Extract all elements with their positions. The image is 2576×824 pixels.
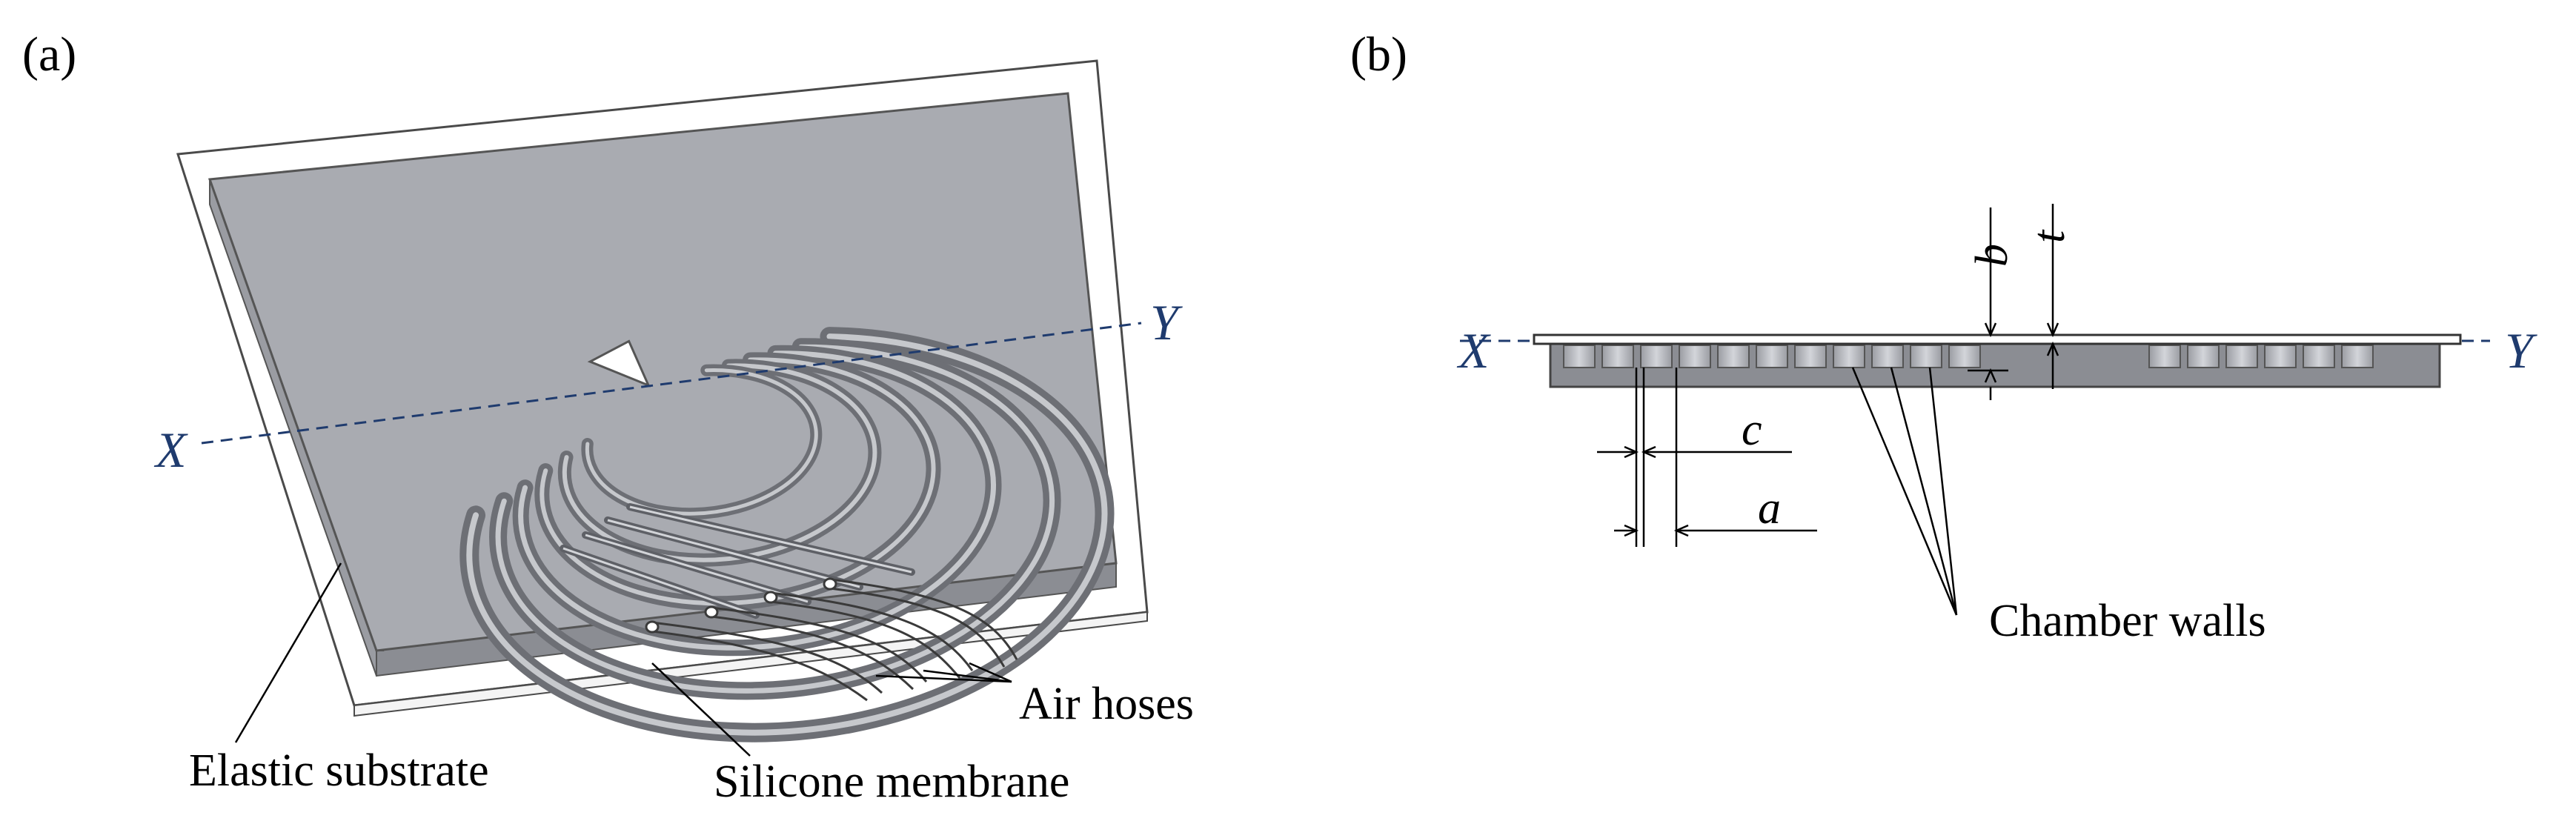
hose-ends xyxy=(645,577,837,634)
axis-x-label-a: X xyxy=(153,422,188,478)
panel-a: (a) xyxy=(22,27,1194,807)
panel-b-label: (b) xyxy=(1350,27,1407,82)
dimension-b xyxy=(1968,207,2008,400)
label-elastic-substrate: Elastic substrate xyxy=(189,745,489,796)
leader-chamber-walls xyxy=(1851,367,1958,616)
section-line-a xyxy=(201,322,1142,445)
dimension-c xyxy=(1597,368,1792,547)
leader-silicone-membrane xyxy=(651,662,751,757)
spiral-chambers xyxy=(459,327,1115,742)
panel-a-label: (a) xyxy=(22,27,76,82)
axis-y-label-a: Y xyxy=(1150,294,1183,350)
membrane-cross-section xyxy=(1533,333,2462,345)
axis-y-label-b: Y xyxy=(2505,322,2537,379)
axis-x-label-b: X xyxy=(1456,322,1491,379)
dimension-t xyxy=(2046,204,2059,389)
label-silicone-membrane: Silicone membrane xyxy=(714,757,1069,807)
dim-label-c: c xyxy=(1742,405,1762,455)
chamber-cells-left xyxy=(1563,345,1981,368)
panel-b: (b) X Y xyxy=(1350,27,2537,646)
dim-label-b: b xyxy=(1967,244,2017,267)
spiral-center-notch xyxy=(587,339,651,388)
chamber-cells-right xyxy=(2148,345,2374,368)
label-chamber-walls: Chamber walls xyxy=(1989,596,2266,646)
leader-air-hoses xyxy=(875,662,1012,683)
dim-label-a: a xyxy=(1758,483,1781,534)
leader-elastic-substrate xyxy=(234,562,342,743)
elastic-substrate-top xyxy=(208,92,1118,652)
dim-label-t: t xyxy=(2024,229,2074,243)
air-hoses xyxy=(651,578,1018,702)
label-air-hoses: Air hoses xyxy=(1019,679,1194,729)
dimension-a xyxy=(1614,368,1817,547)
